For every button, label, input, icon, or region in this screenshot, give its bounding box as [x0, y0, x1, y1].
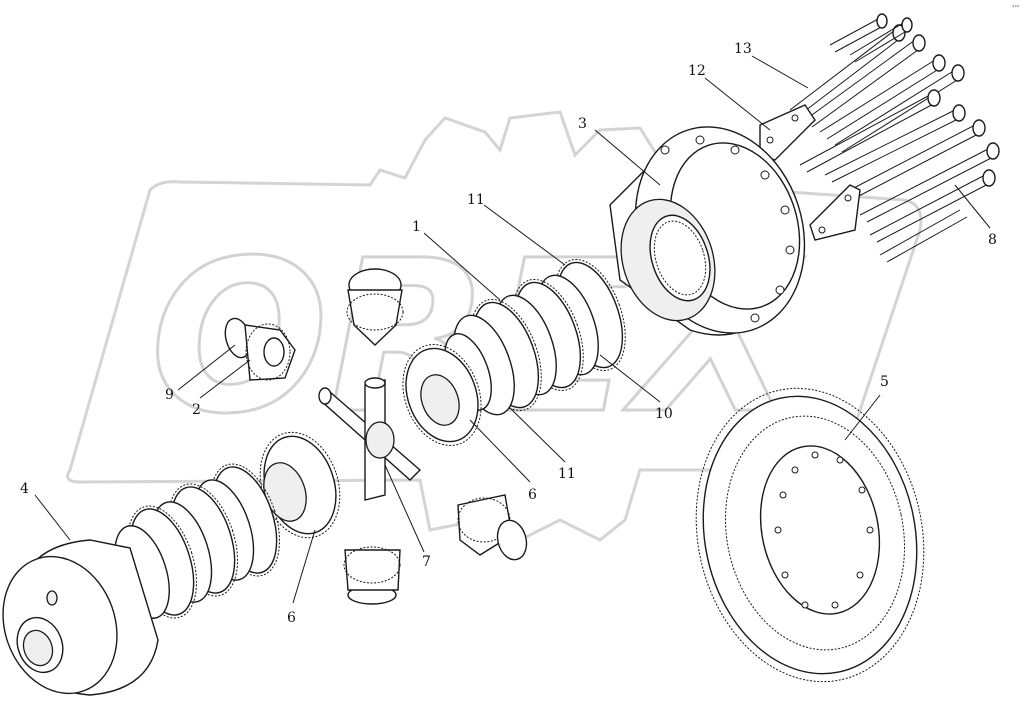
housing-half-right — [609, 126, 806, 336]
leader-4 — [34, 494, 71, 541]
callout-11b: 11 — [558, 466, 576, 482]
callout-2: 2 — [192, 402, 201, 418]
bolts-group — [759, 13, 1000, 263]
ring-gear-5 — [695, 387, 925, 683]
callout-10: 10 — [655, 406, 673, 422]
leader-2 — [199, 359, 251, 399]
leader-9 — [177, 344, 236, 391]
leader-11b — [509, 407, 566, 463]
friction-disc-stack-lower — [114, 463, 281, 619]
callout-13: 13 — [734, 41, 752, 57]
leader-3 — [594, 129, 661, 186]
leader-5 — [844, 394, 881, 441]
leader-13 — [751, 55, 809, 89]
leader-11a — [483, 204, 566, 266]
leader-lines — [34, 55, 991, 604]
callouts: 1 2 3 4 5 6 6 7 8 9 10 11 11 12 13 — [20, 41, 997, 626]
leader-12 — [704, 77, 771, 131]
callout-12: 12 — [688, 63, 706, 79]
lock-plate-upper — [759, 104, 816, 161]
callout-6a: 6 — [528, 487, 537, 503]
leader-1 — [423, 232, 501, 301]
side-gear-upper — [402, 344, 482, 446]
leader-8 — [954, 184, 991, 229]
callout-8: 8 — [988, 232, 997, 248]
callout-9: 9 — [165, 387, 174, 403]
callout-11a: 11 — [467, 192, 485, 208]
leader-7 — [384, 464, 425, 553]
callout-5: 5 — [880, 374, 889, 390]
leader-6b — [292, 529, 316, 604]
housing-half-left — [2, 539, 159, 696]
pinion-gear-lower-right — [457, 494, 528, 561]
pinion-gear-lower — [343, 546, 401, 605]
callout-4: 4 — [20, 481, 29, 497]
callout-6b: 6 — [287, 610, 296, 626]
callout-1: 1 — [412, 219, 421, 235]
leader-10 — [599, 354, 661, 403]
side-gear-lower — [259, 431, 341, 539]
lock-plate-lower — [809, 184, 861, 241]
cross-shaft-7 — [318, 377, 422, 501]
callout-3: 3 — [578, 116, 587, 132]
pinion-gear-top — [346, 268, 404, 346]
callout-7: 7 — [422, 554, 431, 570]
leader-6a — [469, 419, 531, 483]
corner-mark: °°° — [1012, 5, 1020, 11]
